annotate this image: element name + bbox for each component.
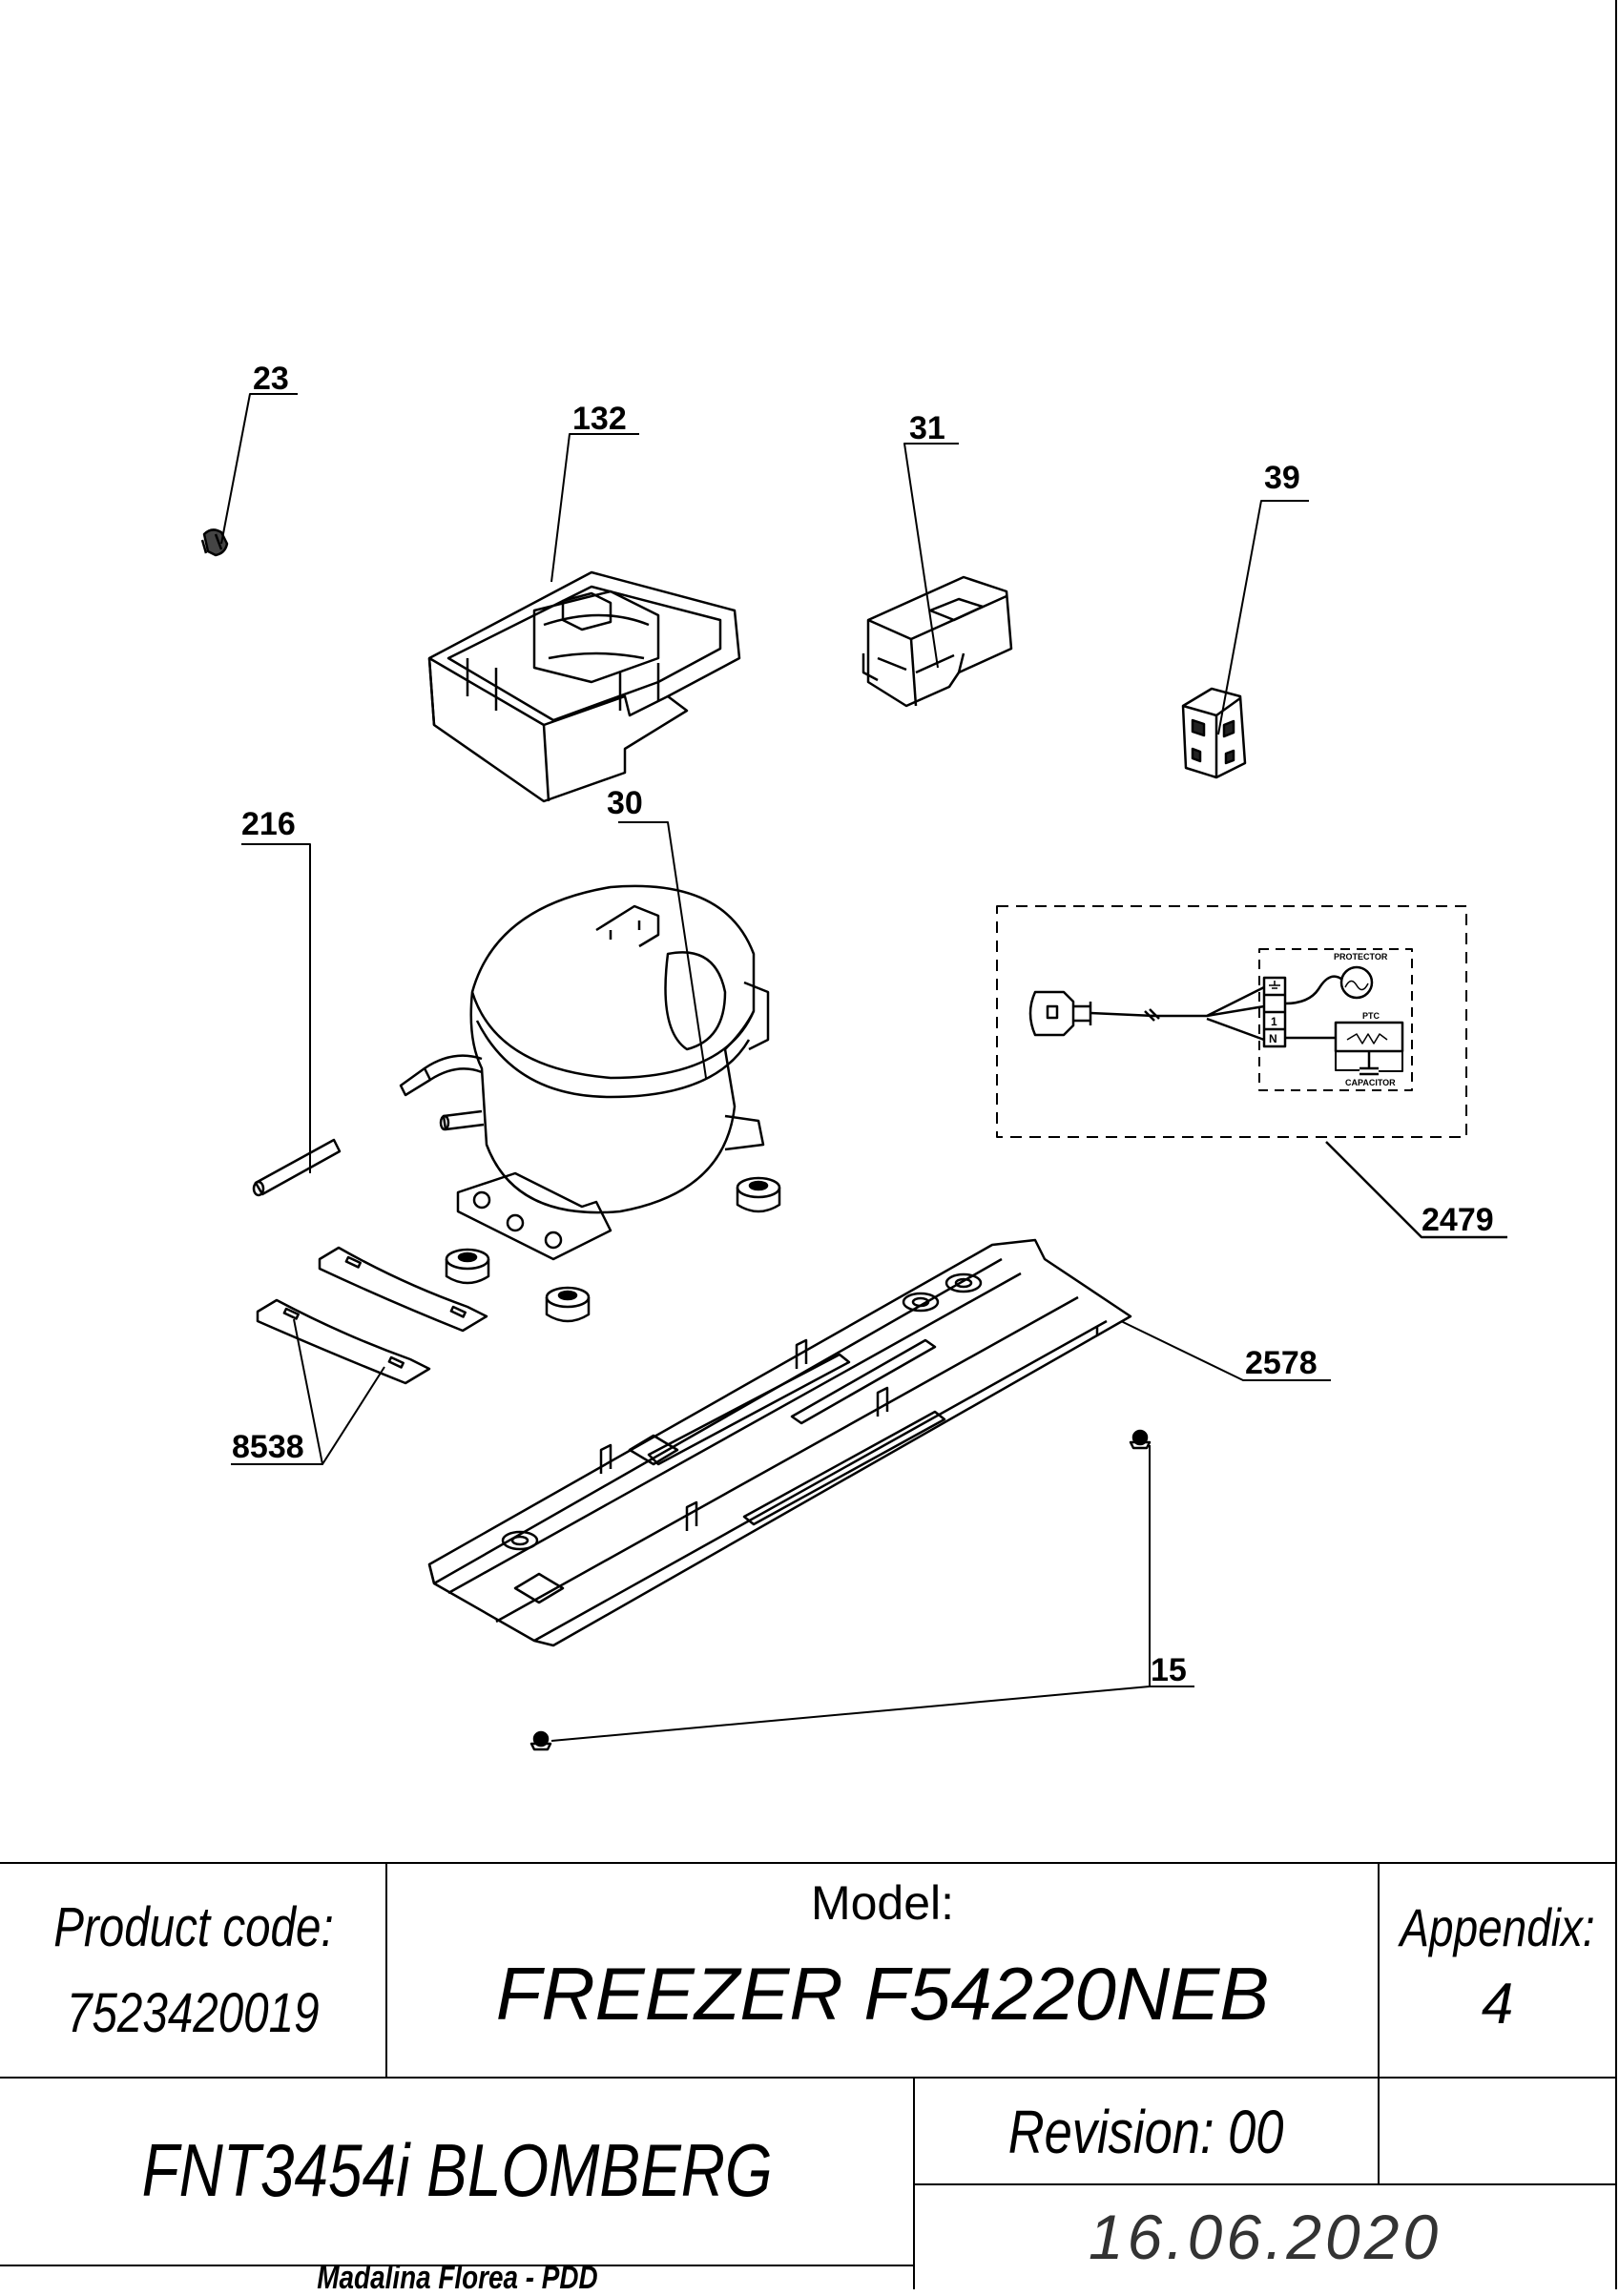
part-132-housing-tray bbox=[427, 570, 741, 803]
part-23-clip bbox=[200, 528, 229, 557]
part-30-compressor bbox=[399, 884, 770, 1261]
date: 16.06.2020 bbox=[1088, 2202, 1443, 2272]
model-value: FREEZER F54220NEB bbox=[495, 1951, 1270, 2036]
callout-216: 216 bbox=[241, 806, 296, 842]
product-code-value: 7523420019 bbox=[67, 1981, 320, 2044]
model-label: Model: bbox=[810, 1876, 955, 1930]
callout-8538: 8538 bbox=[232, 1429, 304, 1465]
capacitor-label: CAPACITOR bbox=[1345, 1078, 1396, 1087]
revision: Revision: 00 bbox=[1008, 2098, 1284, 2166]
grommets bbox=[445, 1176, 781, 1323]
terminal-n-label: N bbox=[1269, 1032, 1277, 1045]
callout-15: 15 bbox=[1151, 1652, 1187, 1688]
callout-31: 31 bbox=[909, 410, 945, 446]
callout-2479: 2479 bbox=[1422, 1202, 1494, 1238]
part-15-screws bbox=[529, 1429, 1152, 1751]
callout-39: 39 bbox=[1264, 460, 1300, 496]
wiring-labels: PROTECTOR PTC CAPACITOR 1 N bbox=[1269, 952, 1396, 1087]
ptc-label: PTC bbox=[1362, 1011, 1380, 1021]
author: Madalina Florea - PDD bbox=[316, 2260, 598, 2296]
part-2479-wiring-kit bbox=[996, 905, 1507, 1239]
product-name: FNT3454i BLOMBERG bbox=[141, 2127, 773, 2212]
part-216-tube bbox=[252, 1138, 342, 1197]
appendix-label: Appendix: bbox=[1400, 1896, 1595, 1957]
protector-label: PROTECTOR bbox=[1334, 952, 1388, 962]
part-8538-strips bbox=[256, 1246, 488, 1385]
callout-2578: 2578 bbox=[1245, 1345, 1318, 1381]
callout-30: 30 bbox=[607, 785, 643, 821]
leader-lines bbox=[220, 393, 1331, 1742]
callout-23: 23 bbox=[253, 361, 289, 397]
terminal-1-label: 1 bbox=[1271, 1015, 1277, 1028]
callout-labels: 23 132 31 39 216 30 2479 2578 8538 15 bbox=[232, 361, 1494, 1688]
part-39-ptc-relay bbox=[1181, 687, 1247, 779]
callout-132: 132 bbox=[572, 401, 627, 437]
part-2578-base-frame bbox=[427, 1238, 1132, 1647]
part-31-relay-cover bbox=[861, 575, 1013, 708]
appendix-value: 4 bbox=[1481, 1971, 1514, 2036]
title-block-frame bbox=[0, 1862, 1616, 2289]
product-code-label: Product code: bbox=[52, 1895, 334, 1958]
